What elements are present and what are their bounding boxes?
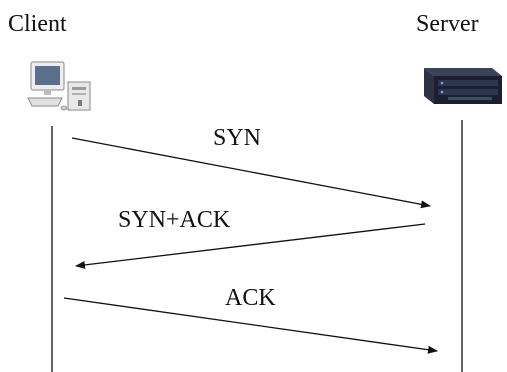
ack-arrow (63, 297, 438, 354)
syn-ack-arrow (75, 223, 426, 269)
syn-label: SYN (213, 125, 261, 151)
server-label: Server (416, 11, 479, 37)
desktop-computer-icon (27, 61, 91, 111)
syn-arrow (71, 137, 431, 209)
server-rack-icon (424, 68, 502, 104)
client-label: Client (8, 11, 67, 37)
syn-ack-label: SYN+ACK (118, 207, 231, 233)
ack-label: ACK (225, 285, 276, 311)
